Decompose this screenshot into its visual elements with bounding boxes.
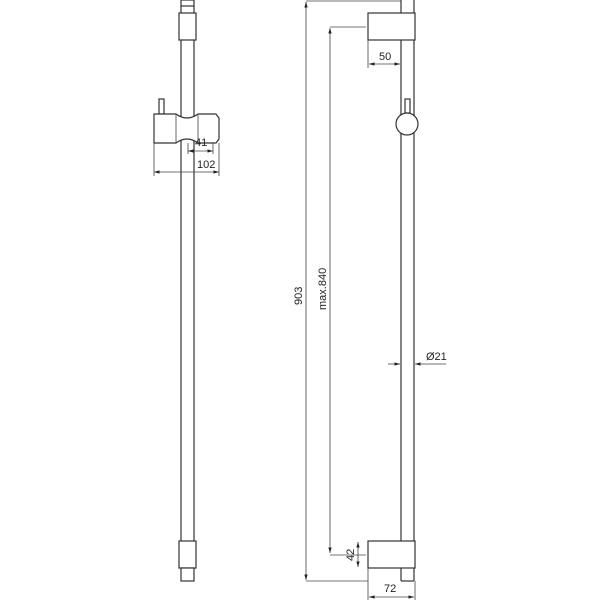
side-view-rail xyxy=(304,0,446,600)
holder-pin xyxy=(158,98,165,115)
dim-label-72: 72 xyxy=(384,583,396,595)
dim-label-42: 42 xyxy=(345,549,357,561)
top-wall-bracket xyxy=(367,12,416,41)
dim-label-102: 102 xyxy=(197,159,215,171)
dim-label-diameter: Ø21 xyxy=(426,351,447,363)
top-sleeve xyxy=(178,12,197,41)
front-view-rail xyxy=(153,0,220,582)
dim-label-903: 903 xyxy=(293,287,305,305)
dim-label-max-840: max.840 xyxy=(317,268,329,310)
dim-label-41: 41 xyxy=(195,137,207,149)
bottom-wall-bracket xyxy=(367,540,416,569)
top-end-cap xyxy=(180,0,195,7)
bottom-end-cap xyxy=(180,567,195,582)
bottom-sleeve xyxy=(178,540,197,569)
dim-label-50: 50 xyxy=(379,51,391,63)
holder-pin-side xyxy=(404,98,411,114)
slider-holder xyxy=(153,113,220,144)
holder-knob xyxy=(395,112,419,136)
